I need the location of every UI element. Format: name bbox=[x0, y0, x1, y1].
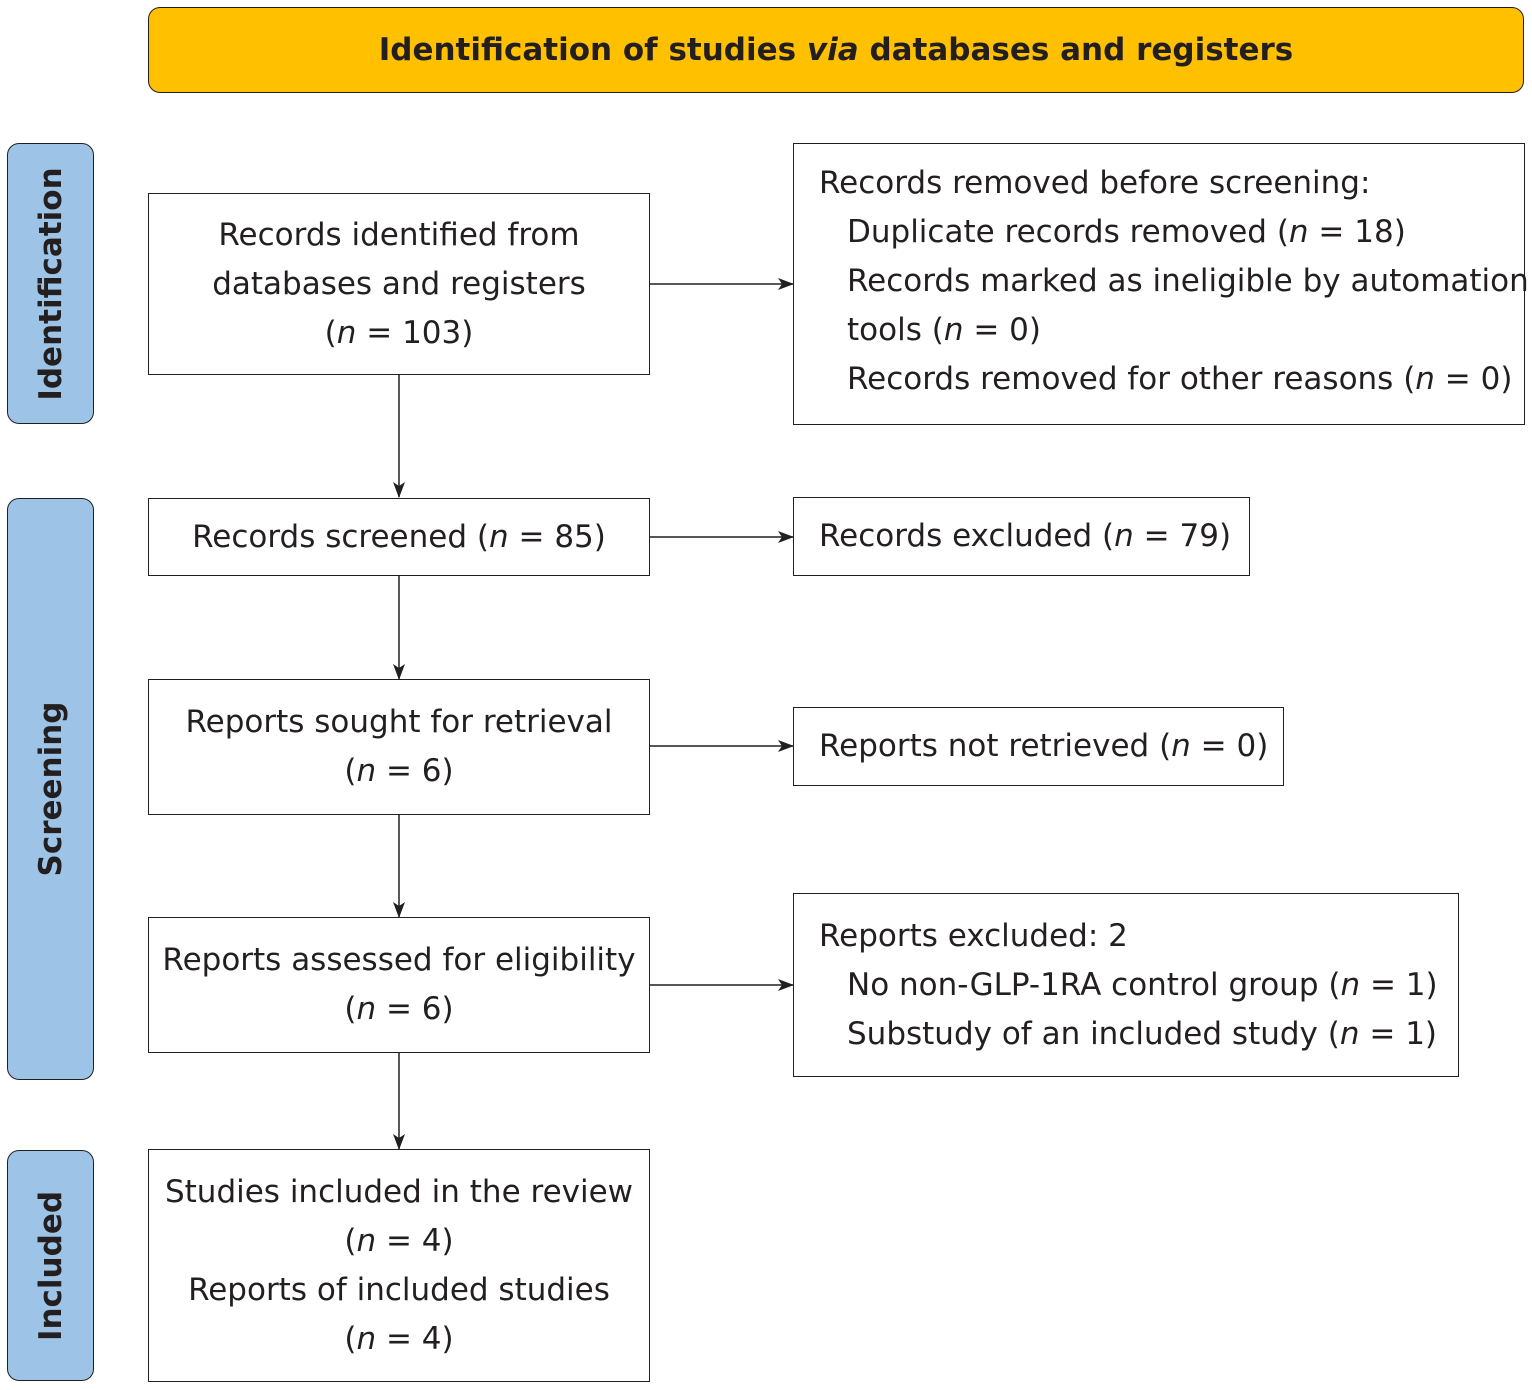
records-identified-line2: databases and registers bbox=[212, 265, 586, 302]
phase-screening: Screening bbox=[7, 498, 94, 1080]
reports-sought-label: Reports sought for retrieval bbox=[185, 704, 613, 740]
box-records-screened: Records screened (n = 85) bbox=[148, 498, 650, 576]
header-text: Identification of studies via databases … bbox=[378, 32, 1294, 68]
reports-assessed-label: Reports assessed for eligibility bbox=[162, 942, 636, 978]
phase-identification: Identification bbox=[7, 143, 94, 424]
records-identified-line1: Records identified from bbox=[218, 216, 580, 253]
studies-included-label: Studies included in the review bbox=[164, 1173, 634, 1210]
box-records-excluded: Records excluded (n = 79) bbox=[793, 497, 1250, 576]
box-reports-assessed: Reports assessed for eligibility (n = 6) bbox=[148, 917, 650, 1053]
box-reports-not-retrieved: Reports not retrieved (n = 0) bbox=[793, 707, 1284, 786]
records-screened-text: Records screened (n = 85) bbox=[192, 518, 606, 555]
phase-included: Included bbox=[7, 1150, 94, 1381]
no-control-group: No non-GLP-1RA control group (n = 1) bbox=[847, 966, 1438, 1003]
studies-included-count: (n = 4) bbox=[344, 1222, 454, 1259]
reports-sought-count: (n = 6) bbox=[344, 753, 454, 789]
box-records-removed: Records removed before screening: Duplic… bbox=[793, 143, 1529, 425]
reports-included-label: Reports of included studies bbox=[188, 1271, 610, 1308]
reports-assessed-count: (n = 6) bbox=[344, 991, 454, 1027]
records-excluded-text: Records excluded (n = 79) bbox=[819, 518, 1232, 554]
box-reports-sought: Reports sought for retrieval (n = 6) bbox=[148, 679, 650, 815]
reports-included-count: (n = 4) bbox=[344, 1320, 454, 1357]
substudy: Substudy of an included study (n = 1) bbox=[847, 1015, 1438, 1052]
reports-excluded-title: Reports excluded: 2 bbox=[819, 917, 1128, 954]
box-studies-included: Studies included in the review (n = 4) R… bbox=[148, 1149, 650, 1382]
records-removed-title: Records removed before screening: bbox=[819, 165, 1371, 201]
duplicate-records: Duplicate records removed (n = 18) bbox=[847, 214, 1406, 250]
ineligible-records-line1: Records marked as ineligible by automati… bbox=[847, 263, 1529, 299]
flow-header: Identification of studies via databases … bbox=[148, 7, 1524, 93]
box-reports-excluded: Reports excluded: 2 No non-GLP-1RA contr… bbox=[793, 893, 1459, 1077]
records-identified-count: (n = 103) bbox=[324, 314, 474, 351]
other-reasons-records: Records removed for other reasons (n = 0… bbox=[847, 361, 1513, 397]
reports-not-retrieved-text: Reports not retrieved (n = 0) bbox=[819, 728, 1269, 764]
ineligible-records-line2: tools (n = 0) bbox=[847, 312, 1041, 348]
box-records-identified: Records identified from databases and re… bbox=[148, 193, 650, 375]
